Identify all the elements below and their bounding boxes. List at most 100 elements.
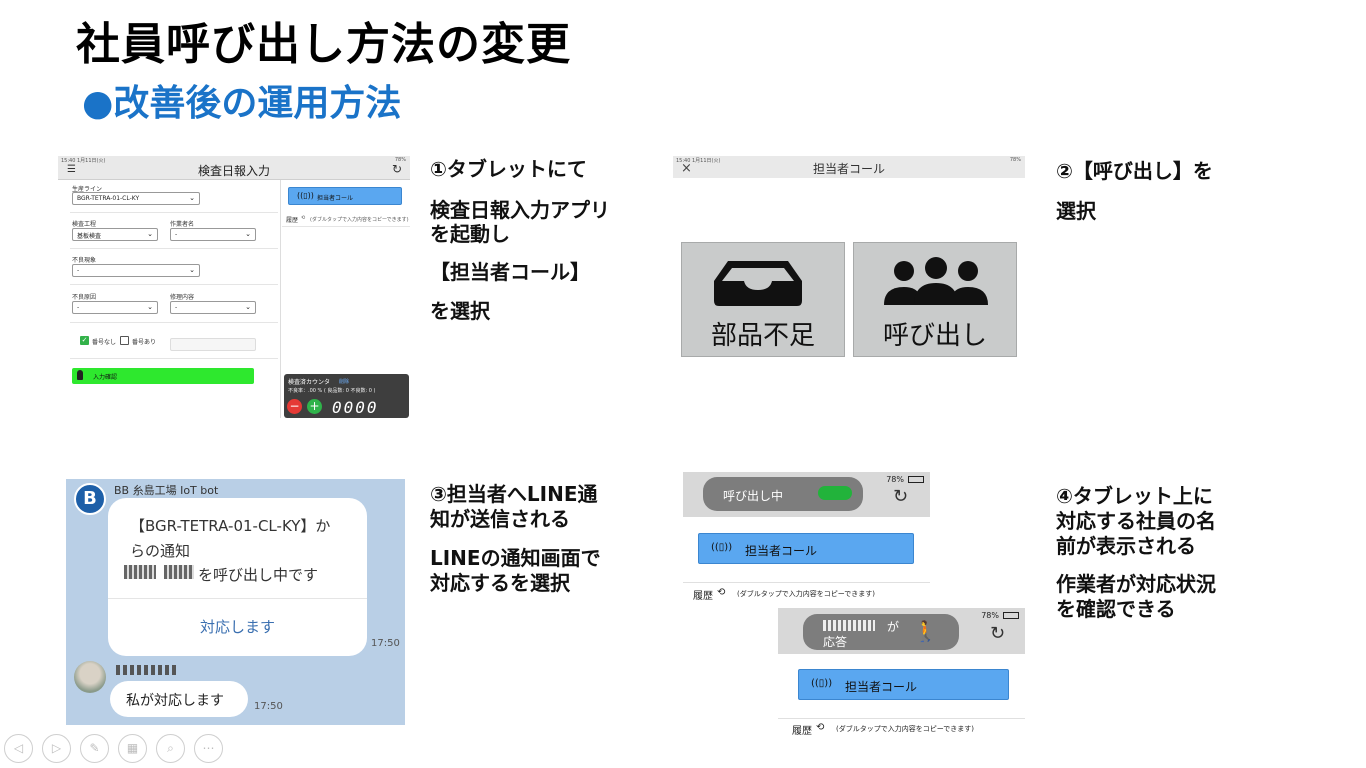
step3-line-screenshot: B BB 糸島工場 IoT bot 【BGR-TETRA-01-CL-KY】か … (66, 479, 405, 725)
call-button[interactable]: ((▯)) 担当者コール (288, 187, 402, 205)
reply-time: 17:50 (254, 701, 283, 712)
phone-icon (818, 486, 852, 500)
responded-status-1: が (887, 620, 900, 634)
phone-vibrate-icon: ((▯)) (297, 191, 314, 200)
confirm-button-label: 入力確認 (93, 374, 118, 381)
previous-slide-icon[interactable]: ◁ (4, 734, 33, 763)
worker-select[interactable]: -⌄ (170, 228, 256, 241)
reply-text: 私が対応します (126, 693, 224, 709)
line-select[interactable]: BGR-TETRA-01-CL-KY ⌄ (72, 192, 200, 205)
minus-icon[interactable]: − (287, 399, 302, 414)
reply-bubble: 私が対応します (110, 681, 248, 717)
header-bar: 78% が 応答 🚶 ↻ (778, 608, 1025, 654)
calling-status: 呼び出し中 (723, 489, 784, 503)
call-button[interactable]: ((▯)) 担当者コール (698, 533, 914, 564)
divider (70, 212, 278, 213)
chevron-down-icon: ⌄ (189, 266, 195, 274)
refresh-icon[interactable]: ↻ (893, 486, 909, 507)
step1-caption-4: 【担当者コール】 (430, 260, 590, 284)
repair-select[interactable]: -⌄ (170, 301, 256, 314)
step2-tablet-screenshot: 15:40 1月11日(火) 78% × 担当者コール 部品不足 呼び出し (673, 156, 1025, 361)
walking-person-icon: 🚶 (913, 619, 938, 643)
pen-icon[interactable]: ✎ (80, 734, 109, 763)
history-label: 履歴 (286, 217, 299, 224)
history-note: (ダブルタップで入力内容をコピーできます) (737, 590, 876, 598)
confirm-button[interactable]: 入力確認 (72, 368, 254, 384)
divider (70, 248, 278, 249)
group-icon (884, 257, 988, 305)
divider (70, 322, 278, 323)
chevron-down-icon: ⌄ (245, 303, 251, 311)
defect-label: 不良現象 (72, 257, 97, 264)
step4-caption-4: 作業者が対応状況 (1056, 572, 1216, 596)
checkbox-checked-icon[interactable]: ✓ (80, 336, 89, 345)
zoom-icon[interactable]: ⌕ (156, 734, 185, 763)
counter-delete-link[interactable]: 削除 (339, 379, 350, 385)
call-button-label: 担当者コール (745, 544, 818, 558)
column-divider (280, 180, 281, 418)
history-note: (ダブルタップで入力内容をコピーできます) (310, 217, 409, 223)
refresh-icon[interactable]: ↻ (990, 623, 1006, 644)
step4-caption-2: 対応する社員の名 (1056, 509, 1216, 533)
call-button-label: 担当者コール (317, 195, 354, 202)
responded-status-2: 応答 (823, 635, 848, 649)
close-icon[interactable]: × (681, 161, 692, 176)
chevron-down-icon: ⌄ (189, 194, 195, 202)
bot-name: BB 糸島工場 IoT bot (114, 484, 219, 497)
history-icon: ⟲ (301, 215, 306, 221)
step4-screen-calling: 78% 呼び出し中 ↻ ((▯)) 担当者コール 履歴 ⟲ (ダブルタップで入力… (683, 472, 930, 602)
more-icon[interactable]: ⋯ (194, 734, 223, 763)
repair-label: 修理内容 (170, 294, 195, 301)
menu-icon[interactable]: ☰ (67, 164, 76, 175)
step1-caption-1: ①タブレットにて (430, 157, 587, 181)
bot-avatar: B (74, 483, 106, 515)
counter-title: 検査済カウンタ (288, 379, 331, 386)
refresh-icon[interactable]: ↻ (391, 162, 402, 176)
worker-label: 作業者名 (170, 221, 195, 228)
message-line-1: 【BGR-TETRA-01-CL-KY】か (130, 517, 331, 535)
line-select-value: BGR-TETRA-01-CL-KY (77, 195, 140, 202)
call-button[interactable]: ((▯)) 担当者コール (798, 669, 1009, 700)
step3-caption-3: LINEの通知画面で (430, 546, 601, 570)
step2-caption-1: ②【呼び出し】を (1056, 159, 1213, 183)
message-line-2: らの通知 (130, 542, 191, 560)
status-battery: 78% (1009, 157, 1021, 163)
disabled-select (170, 338, 256, 351)
battery-icon (908, 476, 924, 483)
inspection-counter: 検査済カウンタ 削除 不良率：.00 % ( 良品数: 0 不良数: 0 ) −… (284, 374, 409, 418)
divider (70, 284, 278, 285)
counter-value: 0000 (332, 398, 379, 417)
divider (108, 598, 367, 599)
next-slide-icon[interactable]: ▷ (42, 734, 71, 763)
checkbox-unchecked-icon[interactable] (120, 336, 129, 345)
slides-grid-icon[interactable]: ▦ (118, 734, 147, 763)
history-label: 履歴 (792, 726, 812, 737)
step1-caption-5: を選択 (430, 299, 490, 323)
message-time: 17:50 (371, 638, 400, 649)
process-select[interactable]: 基板検査⌄ (72, 228, 158, 241)
status-pill: が 応答 🚶 (803, 614, 959, 650)
process-label: 検査工程 (72, 221, 97, 228)
battery-icon (1003, 612, 1019, 619)
divider (778, 718, 1025, 719)
defect-select[interactable]: -⌄ (72, 264, 200, 277)
tray-icon (714, 261, 802, 306)
chevron-down-icon: ⌄ (147, 230, 153, 238)
plus-icon[interactable]: + (307, 399, 322, 414)
step4-caption-3: 前が表示される (1056, 534, 1196, 558)
slide-subtitle: ●改善後の運用方法 (82, 83, 402, 124)
respond-action-link[interactable]: 対応します (199, 618, 275, 636)
call-out-button[interactable]: 呼び出し (853, 242, 1017, 357)
blurred-name (164, 565, 194, 579)
no-number-label: 番号なし (92, 339, 117, 346)
step1-caption-2: 検査日報入力アプリ (430, 198, 610, 222)
status-time: 15:40 1月11日(火) (61, 158, 106, 164)
phone-vibrate-icon: ((▯)) (711, 542, 733, 553)
message-bubble: 【BGR-TETRA-01-CL-KY】か らの通知 を呼び出し中です 対応しま… (108, 498, 367, 656)
repair-select-value: - (175, 304, 178, 311)
parts-shortage-button[interactable]: 部品不足 (681, 242, 845, 357)
phone-vibrate-icon: ((▯)) (811, 678, 833, 689)
with-number-label: 番号あり (132, 339, 157, 346)
cause-select[interactable]: -⌄ (72, 301, 158, 314)
step1-caption-3: を起動し (430, 222, 510, 246)
